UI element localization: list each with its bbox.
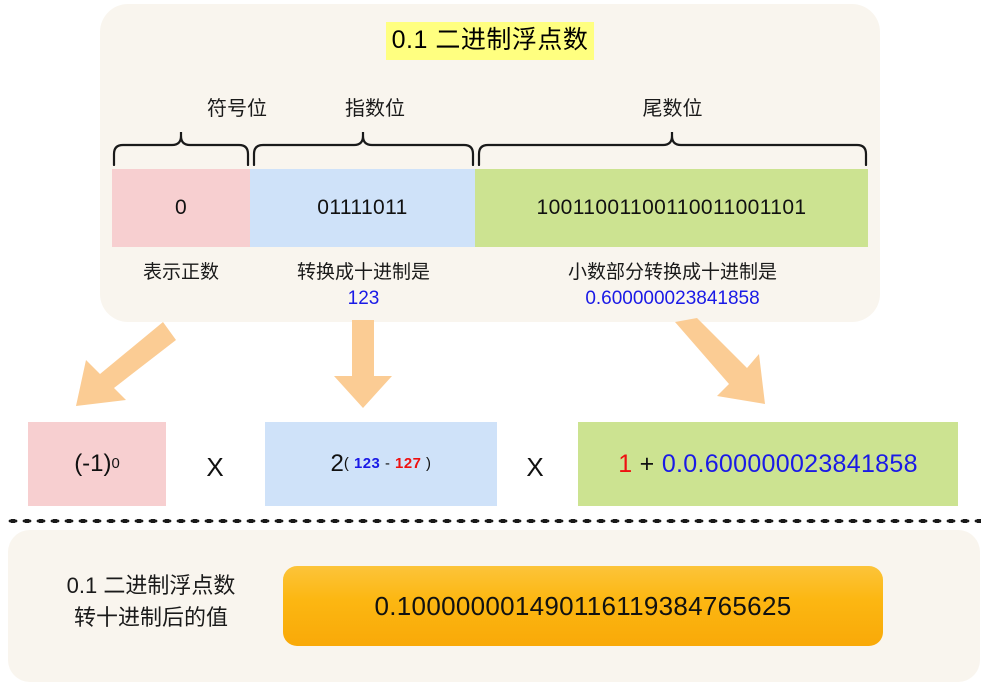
mantissa-fraction-value: 0.0.600000023841858 <box>661 449 918 478</box>
bit-layout-bar: 0 01111011 10011001100110011001101 <box>112 169 868 247</box>
sign-bits: 0 <box>112 169 250 247</box>
exponent-formula-box: 2( 123 - 127 ) <box>265 422 497 506</box>
mantissa-bits: 10011001100110011001101 <box>475 169 868 247</box>
result-value-box: 0.100000001490116119384765625 <box>283 566 883 646</box>
mantissa-brace-icon <box>477 132 868 166</box>
minus-symbol: - <box>384 456 391 472</box>
exponent-value: 123 <box>353 456 381 472</box>
multiply-symbol-1: X <box>206 452 224 482</box>
mantissa-decimal-value: 0.600000023841858 <box>585 287 760 309</box>
exponent-annotation: 转换成十进制是 123 <box>252 260 475 311</box>
result-label-line1: 0.1 二进制浮点数 <box>66 573 236 598</box>
section-divider <box>6 518 981 524</box>
mantissa-field-label: 尾数位 <box>642 98 703 120</box>
exponent-formula-superscript: ( 123 - 127 ) <box>344 456 432 472</box>
plus-symbol: + <box>639 449 655 478</box>
implicit-one: 1 <box>618 449 633 478</box>
bias-value: 127 <box>395 456 422 472</box>
arrow-down-icon <box>330 320 396 410</box>
exponent-formula-base: 2 <box>330 450 344 477</box>
result-card: 0.1 二进制浮点数 转十进制后的值 0.1000000014901161193… <box>8 530 980 682</box>
sign-formula-base: (-1) <box>74 450 112 477</box>
result-label: 0.1 二进制浮点数 转十进制后的值 <box>26 570 276 634</box>
sign-brace-icon <box>112 132 250 166</box>
arrow-down-left-icon <box>68 318 178 408</box>
arrow-down-right-icon <box>663 318 773 410</box>
mantissa-note: 小数部分转换成十进制是 <box>567 262 777 283</box>
exponent-brace-icon <box>252 132 475 166</box>
exponent-bits: 01111011 <box>250 169 475 247</box>
paren-close: ) <box>426 456 432 472</box>
sign-annotation: 表示正数 <box>112 260 250 286</box>
sign-field-label: 符号位 <box>207 98 267 120</box>
mantissa-annotation: 小数部分转换成十进制是 0.600000023841858 <box>477 260 868 311</box>
result-label-line2: 转十进制后的值 <box>73 604 228 630</box>
page-title: 0.1 二进制浮点数 <box>385 22 595 61</box>
result-value: 0.100000001490116119384765625 <box>374 590 792 621</box>
sign-formula-box: (-1)0 <box>28 422 166 506</box>
mantissa-formula-box: 1 + 0.0.600000023841858 <box>578 422 958 506</box>
exponent-field-label: 指数位 <box>345 98 405 120</box>
exponent-note: 转换成十进制是 <box>296 262 430 283</box>
sign-formula-exponent: 0 <box>111 456 120 472</box>
float-breakdown-card: 0.1 二进制浮点数 符号位 指数位 尾数位 0 01111011 100110… <box>100 4 880 322</box>
sign-note: 表示正数 <box>142 262 219 283</box>
exponent-decimal-value: 123 <box>347 287 380 309</box>
multiply-symbol-2: X <box>526 452 544 482</box>
paren-open: ( <box>343 456 350 472</box>
title-wrap: 0.1 二进制浮点数 <box>100 22 880 61</box>
